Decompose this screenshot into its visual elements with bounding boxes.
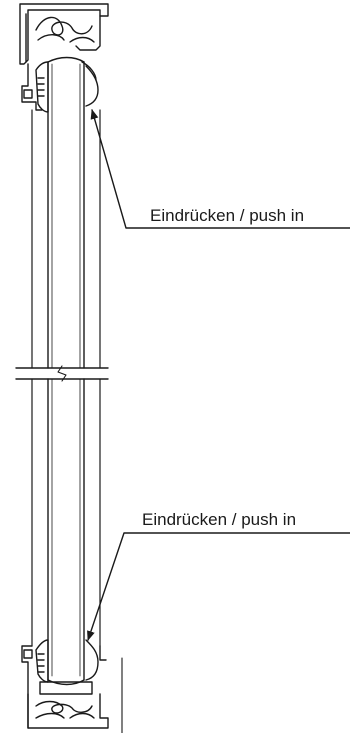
break-line (15, 365, 109, 382)
glass-pane-lower (31, 378, 101, 681)
leader-arrow-bottom (87, 532, 350, 641)
bottom-frame-profile (21, 639, 123, 733)
push-in-label-top: Eindrücken / push in (150, 206, 304, 225)
push-in-label-bottom: Eindrücken / push in (142, 510, 296, 529)
glass-pane-upper (31, 56, 101, 369)
leader-arrow-top (90, 109, 350, 229)
